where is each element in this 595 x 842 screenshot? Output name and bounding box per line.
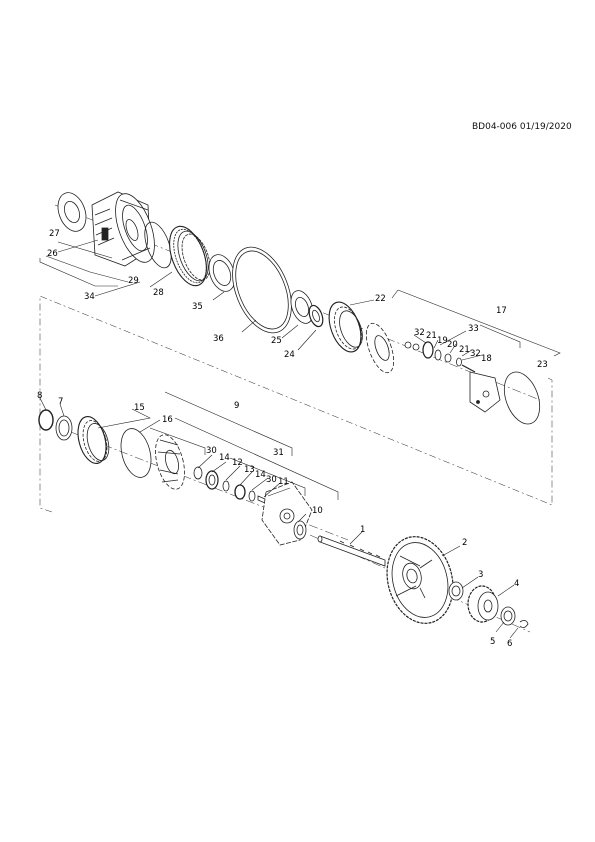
upper-assembly [39, 191, 561, 425]
part-3-washer [448, 581, 464, 601]
callout-1: 1 [360, 525, 365, 535]
part-10-washer [293, 520, 307, 540]
callout-36: 36 [213, 334, 224, 344]
callout-35: 35 [192, 302, 203, 312]
callout-16: 16 [162, 415, 173, 425]
callout-4: 4 [514, 579, 519, 589]
callout-34: 34 [84, 292, 95, 302]
callout-32b: 32 [470, 349, 481, 359]
callout-26: 26 [47, 249, 58, 259]
part-22-ring-gear [328, 301, 363, 353]
part-27-washer [57, 192, 87, 232]
part-7-washer [55, 415, 73, 441]
callout-14b: 14 [255, 470, 266, 480]
part-5-washer [500, 606, 516, 626]
lower-leader-lines [349, 531, 519, 639]
part-28-clutch-pack [169, 225, 211, 287]
callout-30a: 30 [206, 446, 217, 456]
upper-leader-lines [39, 239, 561, 361]
part-8-ring [38, 409, 54, 431]
callout-5: 5 [490, 637, 495, 647]
callout-11: 11 [278, 477, 289, 487]
callout-30b: 30 [266, 475, 277, 485]
part-17-planet-carrier [365, 322, 501, 413]
callout-12: 12 [232, 458, 243, 468]
callout-8: 8 [37, 391, 42, 401]
part-36-large-plate [232, 246, 292, 334]
callout-labels: 1 2 3 4 5 6 7 8 9 10 11 12 13 14 14 15 1… [37, 229, 548, 649]
callout-21a: 21 [426, 331, 437, 341]
callout-32a: 32 [414, 328, 425, 338]
callout-19: 19 [437, 336, 448, 346]
callout-3: 3 [478, 570, 483, 580]
part-9-sun-gear [155, 434, 185, 490]
part-29-snap-ring [144, 221, 172, 269]
part-26-clutch-drum [91, 191, 155, 267]
callout-14a: 14 [219, 453, 230, 463]
callout-28: 28 [153, 288, 164, 298]
part-4-pinion-gear [467, 585, 499, 623]
part-16-snap-ring [120, 428, 152, 478]
callout-17: 17 [496, 306, 507, 316]
part-1-shaft [317, 535, 386, 567]
callout-33: 33 [468, 324, 479, 334]
callout-21b: 21 [459, 345, 470, 355]
callout-18: 18 [481, 354, 492, 364]
callout-24: 24 [284, 350, 295, 360]
assembly-routing-line [39, 295, 553, 513]
part-24-bearing [308, 304, 324, 328]
callout-15: 15 [134, 403, 145, 413]
callout-23: 23 [537, 360, 548, 370]
callout-31: 31 [273, 448, 284, 458]
callout-9: 9 [234, 401, 239, 411]
part-15-clutch-plates [77, 416, 110, 464]
callout-7: 7 [58, 397, 63, 407]
callout-27: 27 [49, 229, 60, 239]
callout-29: 29 [128, 276, 139, 286]
part-25-washer [290, 290, 314, 324]
document-reference: BD04-006 01/19/2020 [472, 122, 572, 132]
callout-25: 25 [271, 336, 282, 346]
callout-13: 13 [244, 465, 255, 475]
callout-6: 6 [507, 639, 512, 649]
callout-20: 20 [447, 340, 458, 350]
part-23-snap-ring [503, 371, 541, 425]
callout-22: 22 [375, 294, 386, 304]
middle-leader-lines [39, 391, 339, 523]
part-2-large-gear [386, 536, 454, 624]
callout-2: 2 [462, 538, 467, 548]
middle-assembly [38, 391, 349, 546]
parts-30-11-small-components [193, 466, 273, 507]
part-6-retaining-clip [519, 620, 529, 628]
lower-assembly [309, 531, 531, 639]
callout-10: 10 [312, 506, 323, 516]
part-35-thrust-washer [208, 254, 236, 292]
